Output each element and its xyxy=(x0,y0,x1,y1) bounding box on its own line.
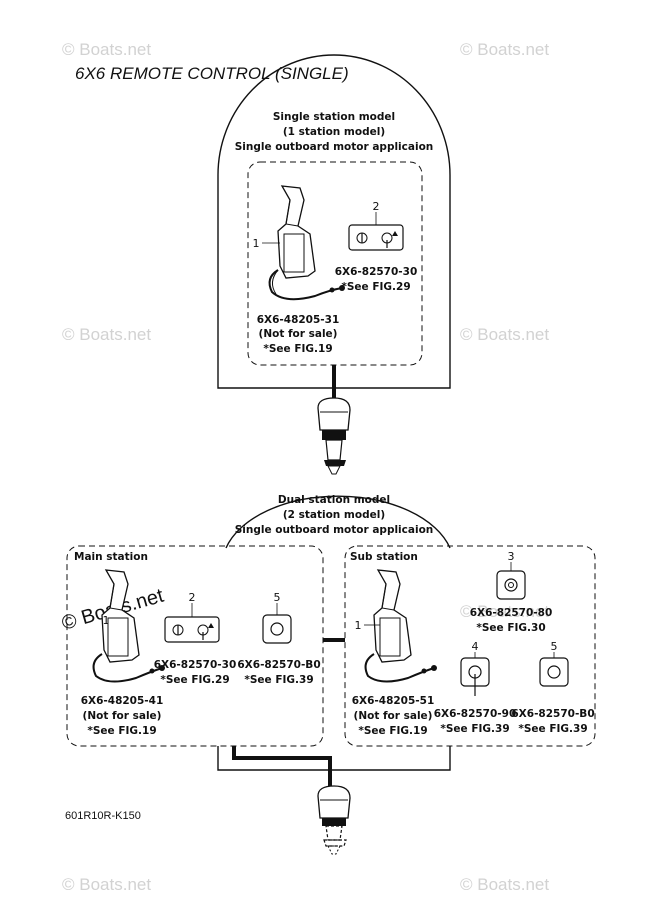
single-station-outline xyxy=(217,54,451,389)
main-part2-callout: 2 xyxy=(189,591,196,604)
single-part2-callout: 2 xyxy=(373,200,380,213)
main-part1-note1: (Not for sale) xyxy=(83,710,162,722)
watermark: © Boats.net xyxy=(460,325,549,344)
single-switch-panel-icon xyxy=(348,224,404,251)
sub-key-switch-icon xyxy=(460,657,490,696)
single-header-line2: (1 station model) xyxy=(283,126,385,138)
sub-remote-lever-icon xyxy=(364,569,437,683)
single-header-line1: Single station model xyxy=(273,111,395,123)
watermark: © Boats.net xyxy=(460,602,549,621)
single-part2-note1: *See FIG.29 xyxy=(341,281,410,293)
dual-header-line3: Single outboard motor applicaion xyxy=(235,524,434,536)
sub-part3-note1: *See FIG.30 xyxy=(476,622,545,634)
dual-cable xyxy=(232,746,332,790)
watermark: © Boats.net xyxy=(460,875,549,894)
main-part2-note1: *See FIG.29 xyxy=(160,674,229,686)
main-part1-number: 6X6-48205-41 xyxy=(81,695,164,707)
main-station-label: Main station xyxy=(74,551,148,563)
sub-part4-number: 6X6-82570-90 xyxy=(434,708,517,720)
dual-station-block: Dual station model (2 station model) Sin… xyxy=(66,494,596,747)
main-part1-note2: *See FIG.19 xyxy=(87,725,156,737)
sub-part1-callout: 1 xyxy=(355,619,362,632)
watermark: © Boats.net xyxy=(62,325,151,344)
main-part5-callout: 5 xyxy=(274,591,281,604)
single-station-block: Single station model (1 station model) S… xyxy=(217,54,451,389)
sub-part1-note2: *See FIG.19 xyxy=(358,725,427,737)
outboard-motor-icon xyxy=(317,785,351,855)
dual-outline-bottom xyxy=(217,746,451,771)
single-part2-number: 6X6-82570-30 xyxy=(335,266,418,278)
dual-header-line1: Dual station model xyxy=(278,494,390,506)
diagram-title: 6X6 REMOTE CONTROL (SINGLE) xyxy=(75,64,349,83)
dual-bottom-cables xyxy=(217,746,451,790)
sub-part3-number: 6X6-82570-80 xyxy=(470,607,553,619)
sub-part5-number: 6X6-82570-B0 xyxy=(511,708,594,720)
main-remote-lever-icon xyxy=(92,569,165,683)
watermark: © Boats.net xyxy=(62,40,151,59)
dual-header-line2: (2 station model) xyxy=(283,509,385,521)
watermark: © Boats.net xyxy=(62,875,151,894)
main-part5-note1: *See FIG.39 xyxy=(244,674,313,686)
single-remote-lever-icon xyxy=(268,185,345,301)
single-part1-note1: (Not for sale) xyxy=(259,328,338,340)
sub-part4-note1: *See FIG.39 xyxy=(440,723,509,735)
sub-part5-callout: 5 xyxy=(551,640,558,653)
sub-station-box xyxy=(344,545,596,747)
watermarks: © Boats.net © Boats.net © Boats.net © Bo… xyxy=(59,40,549,894)
dual-station-arch xyxy=(225,495,451,549)
single-header-line3: Single outboard motor applicaion xyxy=(235,141,434,153)
main-station-box xyxy=(66,545,324,747)
sub-part3-callout: 3 xyxy=(508,550,515,563)
single-part1-number: 6X6-48205-31 xyxy=(257,314,340,326)
sub-part1-number: 6X6-48205-51 xyxy=(352,695,435,707)
single-part1-note2: *See FIG.19 xyxy=(263,343,332,355)
main-switch-panel-icon xyxy=(164,616,220,643)
main-part5-number: 6X6-82570-B0 xyxy=(237,659,320,671)
sub-part1-note1: (Not for sale) xyxy=(354,710,433,722)
sub-part5-note1: *See FIG.39 xyxy=(518,723,587,735)
sub-stop-switch-icon xyxy=(539,657,569,687)
main-stop-switch-icon xyxy=(262,614,292,644)
single-part1-callout: 1 xyxy=(253,237,260,250)
watermark: © Boats.net xyxy=(460,40,549,59)
main-part2-number: 6X6-82570-30 xyxy=(154,659,237,671)
main-part1-callout: 1 xyxy=(103,614,110,627)
outboard-motor-icon xyxy=(317,397,351,475)
figure-code: 601R10R-K150 xyxy=(65,810,141,822)
sub-station-label: Sub station xyxy=(350,551,418,563)
sub-emergency-switch-icon xyxy=(496,570,526,600)
sub-part4-callout: 4 xyxy=(472,640,479,653)
